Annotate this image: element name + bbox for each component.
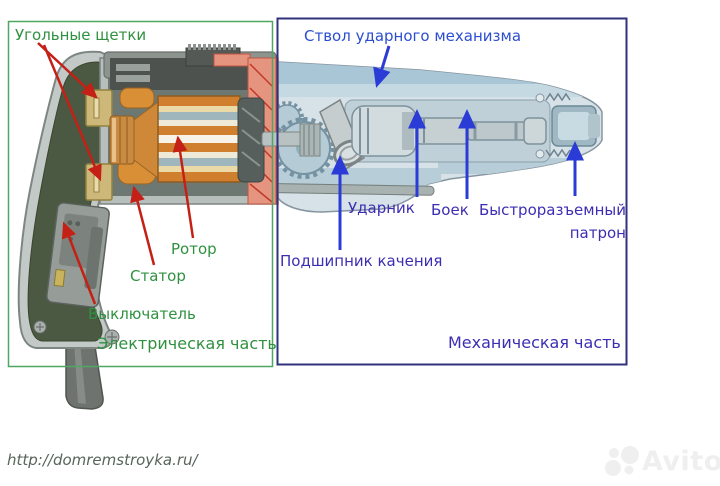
striker-piston — [351, 105, 469, 157]
motor-fan — [237, 97, 265, 183]
avito-watermark: Avito — [604, 444, 720, 478]
hammer-drill-cutaway-illustration — [7, 17, 628, 410]
electrical-section-title: Электрическая часть — [97, 334, 277, 353]
avito-logo-icon — [605, 446, 639, 476]
electrical-section-art — [17, 44, 321, 410]
label-carbon-brushes: Угольные щетки — [15, 26, 147, 44]
stator-coil-top — [119, 87, 155, 109]
blue-callout-arrows — [331, 45, 584, 250]
mechanical-section-box — [276, 17, 628, 366]
arrow-barrel — [373, 45, 391, 88]
arrow-brush-bottom — [42, 44, 102, 182]
pinion — [299, 123, 321, 157]
label-switch: Выключатель — [88, 305, 196, 323]
quick-release-chuck — [535, 92, 600, 159]
label-quick-release-chuck: Быстроразъемный патрон — [478, 201, 626, 243]
label-stator: Статор — [130, 267, 186, 285]
mechanical-section-art — [171, 61, 603, 213]
label-impact-barrel: Ствол ударного механизма — [304, 27, 522, 45]
arrow-stator — [130, 185, 156, 266]
avito-watermark-text: Avito — [642, 445, 720, 477]
rotor — [109, 95, 265, 183]
firing-pin — [467, 117, 547, 145]
switch-module — [46, 202, 110, 308]
arrow-switch — [61, 221, 97, 305]
mechanical-section-title: Механическая часть — [448, 333, 621, 352]
electrical-section-box — [7, 20, 274, 368]
label-striker: Ударник — [348, 199, 415, 217]
red-callout-arrows — [37, 42, 195, 305]
source-url: http://domremstroyka.ru/ — [7, 451, 198, 469]
label-firing-pin: Боек — [431, 201, 469, 219]
label-rotor: Ротор — [171, 240, 217, 258]
label-rolling-bearing: Подшипник качения — [280, 252, 443, 270]
arrow-rotor — [172, 135, 195, 239]
